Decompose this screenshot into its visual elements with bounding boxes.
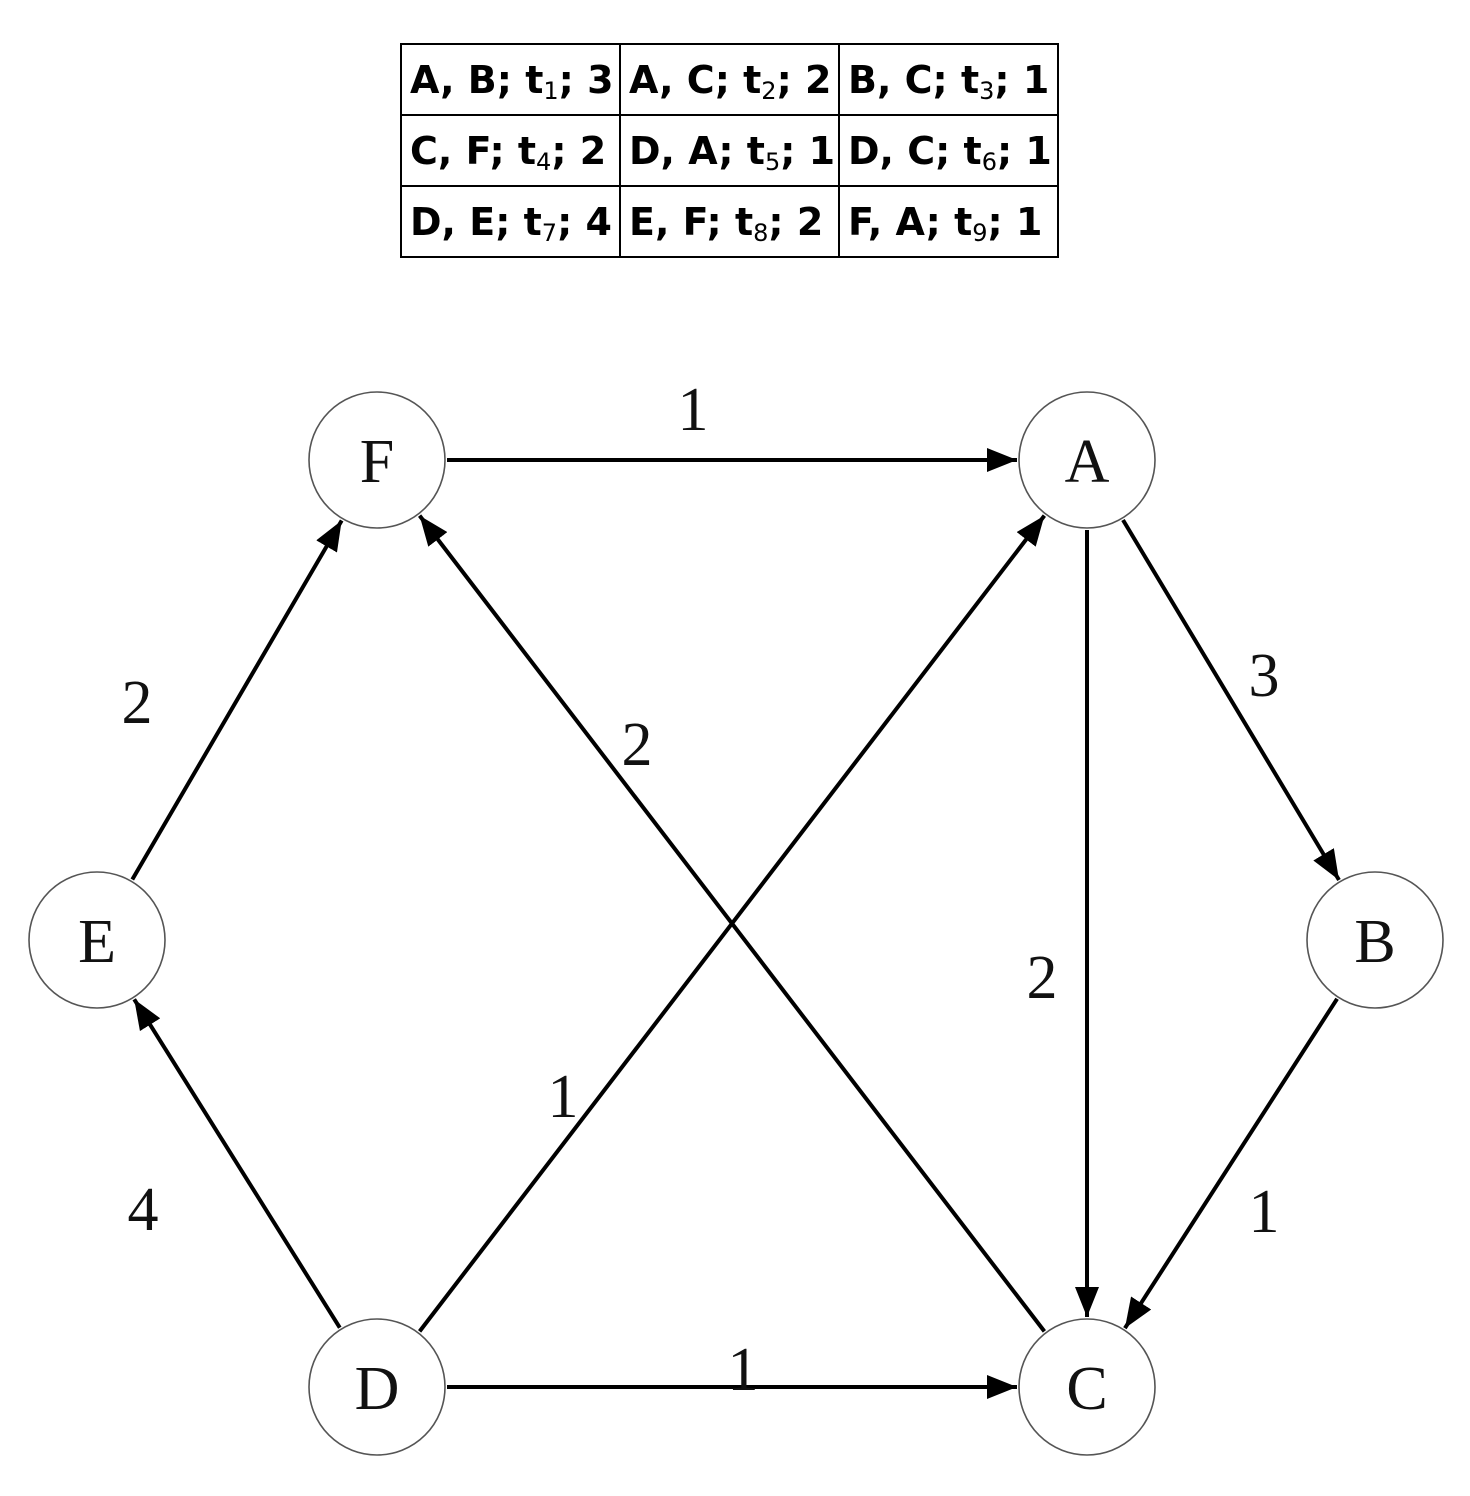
table-cell: E, F; t8; 2 (619, 185, 840, 258)
cell-from-node: D (410, 199, 442, 244)
node-label: F (360, 428, 394, 496)
edge-d-e (132, 998, 342, 1329)
cell-edge-index: 1 (543, 76, 559, 105)
cell-from-node: D (848, 128, 880, 173)
cell-from-node: B (848, 57, 877, 102)
cell-weight: 1 (1022, 57, 1050, 102)
cell-from-node: F (848, 199, 868, 244)
node-e: E (28, 871, 166, 1009)
edge-e-f (130, 519, 344, 881)
cell-to-node: A (688, 128, 719, 173)
table-cell: A, B; t1; 3 (400, 43, 621, 116)
node-c: C (1018, 1318, 1156, 1456)
table-cell: D, A; t5; 1 (619, 114, 840, 187)
node-label: C (1066, 1355, 1107, 1423)
cell-from-node: E (629, 199, 655, 244)
node-label: A (1065, 428, 1110, 496)
node-circle (1018, 1318, 1156, 1456)
cell-edge-index: 4 (536, 147, 552, 176)
cell-edge-index: 8 (753, 218, 769, 247)
cell-from-node: C (410, 128, 438, 173)
cell-edge-index: 3 (979, 76, 995, 105)
cell-weight: 1 (1025, 128, 1052, 173)
node-circle (308, 1318, 446, 1456)
cell-to-node: E (469, 199, 496, 244)
cell-weight: 2 (796, 199, 824, 244)
edge-weight-a-b: 3 (1249, 642, 1280, 710)
edge-weight-c-f: 2 (622, 711, 653, 779)
cell-from-node: A (629, 57, 660, 102)
node-label: E (78, 908, 116, 976)
edge-weight-a-c: 2 (1027, 944, 1058, 1012)
cell-to-node: F (465, 128, 490, 173)
cell-edge-index: 5 (764, 147, 781, 176)
table-cell: B, C; t3; 1 (838, 43, 1059, 116)
edge-weight-e-f: 2 (122, 669, 153, 737)
node-label: D (355, 1355, 400, 1423)
edges-layer (130, 448, 1341, 1399)
cell-edge-index: 9 (972, 218, 988, 247)
cell-to-node: C (904, 57, 933, 102)
node-circle (28, 871, 166, 1009)
cell-weight: 3 (587, 57, 614, 102)
cell-to-node: A (895, 199, 926, 244)
nodes-layer: F A E B D C (28, 391, 1444, 1456)
edge-weight-b-c: 1 (1249, 1178, 1280, 1246)
edge-b-c (1123, 997, 1339, 1330)
node-b: B (1306, 871, 1444, 1009)
edge-c-f (418, 514, 1046, 1333)
cell-weight: 2 (805, 57, 832, 102)
node-d: D (308, 1318, 446, 1456)
node-circle (1018, 391, 1156, 529)
cell-from-node: D (629, 128, 661, 173)
cell-to-node: F (682, 199, 707, 244)
table-cell: D, E; t7; 4 (400, 185, 621, 258)
cell-weight: 1 (1015, 199, 1043, 244)
table-cell: F, A; t9; 1 (838, 185, 1059, 258)
edge-weight-d-e: 4 (128, 1176, 159, 1244)
table-cell: D, C; t6; 1 (838, 114, 1059, 187)
cell-edge-index: 7 (541, 218, 558, 247)
edge-weight-f-a: 1 (678, 376, 709, 444)
node-circle (308, 391, 446, 529)
node-circle (1306, 871, 1444, 1009)
cell-to-node: C (686, 57, 715, 102)
cell-weight: 1 (808, 128, 836, 173)
cell-to-node: B (467, 57, 497, 102)
table-cell: A, C; t2; 2 (619, 43, 840, 116)
cell-edge-index: 2 (761, 76, 777, 105)
node-f: F (308, 391, 446, 529)
edge-a-b (1121, 518, 1341, 882)
cell-edge-index: 6 (981, 147, 997, 176)
edge-weight-d-c: 1 (728, 1336, 759, 1404)
node-a: A (1018, 391, 1156, 529)
table-cell: C, F; t4; 2 (400, 114, 621, 187)
cell-weight: 2 (579, 128, 607, 173)
edge-weight-d-a: 1 (548, 1063, 579, 1131)
cell-to-node: C (907, 128, 936, 173)
cell-from-node: A (410, 57, 441, 102)
node-label: B (1354, 908, 1395, 976)
weights-layer: 1 3 2 1 1 1 2 2 4 (122, 376, 1280, 1404)
cell-weight: 4 (585, 199, 612, 244)
